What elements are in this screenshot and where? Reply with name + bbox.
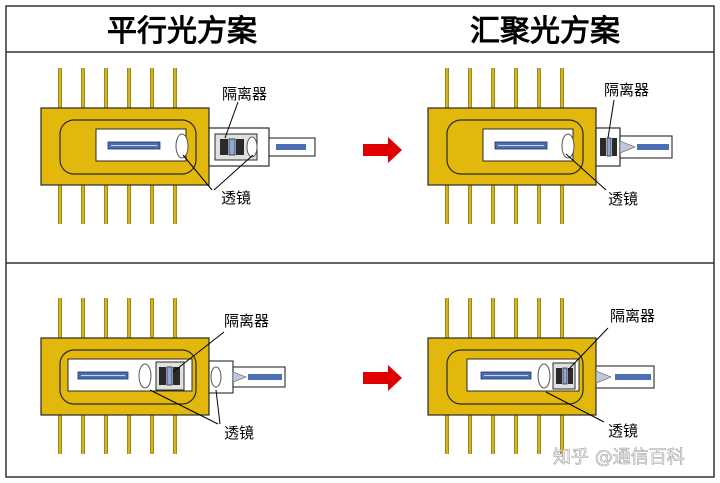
lens [138, 363, 152, 389]
pins-bottom [445, 184, 564, 224]
pins-bottom [445, 414, 564, 454]
isolator [600, 138, 606, 156]
lens-label: 透镜 [608, 190, 638, 208]
isolator-label: 隔离器 [604, 81, 649, 99]
pins-top [445, 298, 564, 338]
lens [537, 363, 551, 389]
isolator-label: 隔离器 [222, 85, 267, 103]
lens [561, 133, 575, 159]
device-bottom-right [427, 298, 655, 454]
watermark: 知乎 @通信百科 [553, 447, 685, 468]
lens-label: 透镜 [608, 422, 638, 440]
left-title: 平行光方案 [107, 14, 258, 49]
arrow-icon [363, 365, 402, 391]
isolator-label: 隔离器 [610, 307, 655, 325]
pins-top [58, 298, 177, 338]
outer-frame [5, 5, 715, 478]
isolator-label: 隔离器 [224, 312, 269, 330]
lens-label: 透镜 [221, 189, 251, 207]
device-bottom-left [40, 298, 286, 454]
lens-label: 透镜 [224, 424, 254, 442]
isolator [220, 139, 228, 155]
arrow-icon [363, 137, 402, 163]
pins-top [58, 68, 177, 108]
device-top-right [427, 68, 673, 224]
pins-bottom [58, 414, 177, 454]
device-top-left [40, 68, 316, 224]
lens [175, 133, 189, 159]
isolator [159, 367, 166, 385]
pins-bottom [58, 184, 177, 224]
right-title: 汇聚光方案 [470, 14, 621, 49]
isolator [556, 368, 562, 384]
pins-top [445, 68, 564, 108]
